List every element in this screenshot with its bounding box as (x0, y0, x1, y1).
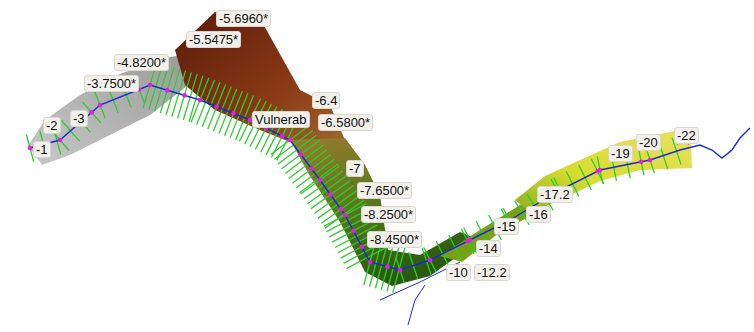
station-dot (58, 138, 63, 143)
cross-section-line (160, 67, 174, 113)
river-centerline (30, 85, 750, 270)
station-dot (598, 168, 603, 173)
cross-section-line (424, 247, 437, 272)
station-label: -6.4 (312, 92, 340, 109)
station-label: Vulnerab (252, 111, 310, 128)
station-label: -22 (674, 127, 699, 144)
station-label: -12.2 (474, 264, 510, 281)
station-dot (214, 104, 219, 109)
station-dot (339, 207, 344, 212)
station-label: -4.8200* (114, 54, 169, 71)
station-label: -7.6500* (357, 182, 412, 199)
cross-section-line (324, 204, 366, 227)
river-branch (408, 285, 425, 325)
station-label: -19 (608, 145, 633, 162)
station-dot (318, 178, 323, 183)
station-dot (385, 264, 390, 269)
cross-section-line (393, 247, 405, 293)
station-dot (280, 134, 285, 139)
station-dot (89, 110, 94, 115)
cross-sections (26, 62, 681, 293)
cross-section-line (464, 227, 477, 252)
station-dot (368, 260, 373, 265)
cross-section-line (282, 140, 320, 169)
station-dot (165, 88, 170, 93)
station-dot (148, 83, 153, 88)
station-dot (299, 152, 304, 157)
station-label: -3.7500* (84, 75, 139, 92)
cross-section-line (597, 156, 602, 183)
station-dot (328, 192, 333, 197)
station-label: -3 (70, 110, 88, 127)
station-label: -15 (494, 218, 519, 235)
reach-grey (28, 55, 192, 165)
cross-section-line (178, 72, 192, 118)
station-dot (98, 103, 103, 108)
cross-section-line (461, 229, 474, 254)
station-label: -10 (446, 264, 471, 281)
station-label: -6.5800* (318, 114, 373, 131)
station-label: -17.2 (537, 186, 573, 203)
cross-section-line (311, 181, 350, 209)
station-label: -1 (33, 141, 51, 158)
cross-section-line (300, 166, 339, 194)
station-dot (428, 258, 433, 263)
station-dots (28, 83, 653, 273)
station-label: -8.4500* (367, 231, 422, 248)
station-dot (360, 244, 365, 249)
cross-section-line (638, 148, 643, 175)
cross-section-line (381, 243, 393, 289)
cross-section-line (271, 126, 309, 155)
station-label: -7 (346, 160, 364, 177)
station-dot (343, 213, 348, 218)
station-dot (309, 167, 314, 172)
station-dot (288, 138, 293, 143)
station-dot (182, 93, 187, 98)
station-label: -5.6960* (216, 10, 271, 27)
station-label: -14 (476, 240, 501, 257)
station-dot (398, 268, 403, 273)
station-dot (639, 159, 644, 164)
station-label: -2 (43, 117, 61, 134)
cross-section-line (292, 154, 330, 183)
station-dot (468, 238, 473, 243)
station-label: -8.2500* (361, 206, 416, 223)
station-dot (351, 229, 356, 234)
station-dot (198, 98, 203, 103)
cross-section-line (95, 92, 105, 118)
station-label: -5.5475* (186, 31, 241, 48)
station-dot (231, 111, 236, 116)
reach-olive (290, 138, 480, 286)
station-dot (28, 146, 33, 151)
station-label: -16 (526, 206, 551, 223)
station-dot (648, 158, 653, 163)
station-label: -20 (636, 134, 661, 151)
cross-section-line (396, 257, 405, 284)
